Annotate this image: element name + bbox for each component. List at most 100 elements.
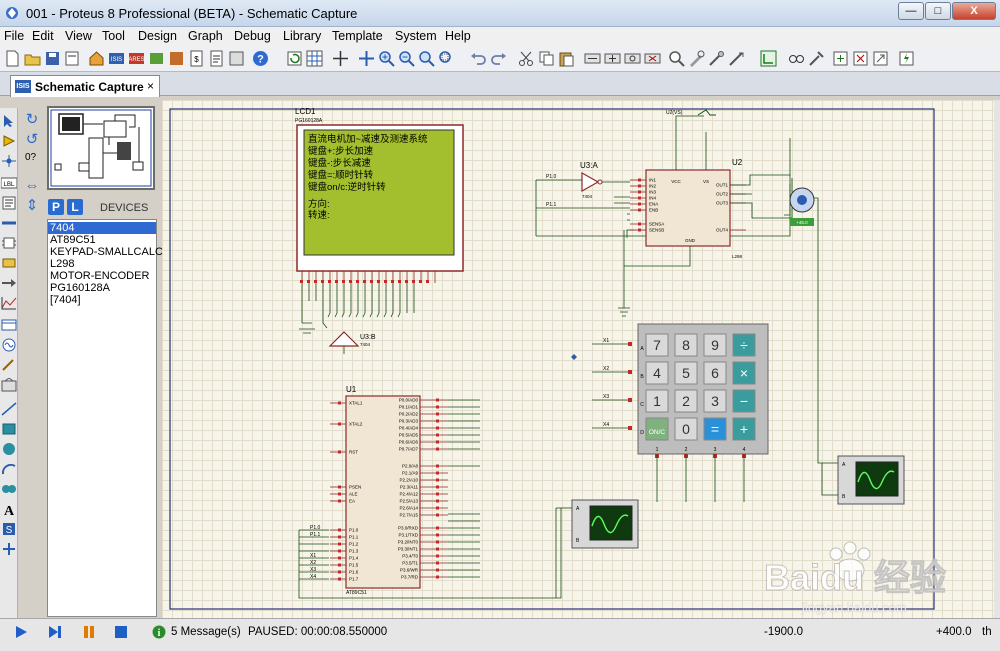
menu-edit[interactable]: Edit [32, 29, 54, 43]
new-sheet-icon[interactable] [832, 50, 849, 67]
home-page-icon[interactable] [88, 50, 105, 67]
paste-icon[interactable] [558, 50, 575, 67]
message-count[interactable]: 5 Message(s) [171, 626, 241, 638]
source-code-icon[interactable] [228, 50, 245, 67]
rotate-anticlockwise-icon[interactable]: ↺ [25, 131, 39, 148]
text-script-icon[interactable] [1, 196, 17, 210]
gerber-icon[interactable] [168, 50, 185, 67]
vertical-scrollbar[interactable] [994, 100, 1000, 618]
search-tag-icon[interactable] [788, 50, 805, 67]
list-item[interactable]: [7404] [50, 294, 81, 306]
device-pins-icon[interactable] [1, 276, 17, 290]
help-icon[interactable]: ? [252, 50, 269, 67]
line-tool-icon[interactable] [1, 402, 17, 416]
decompose-icon[interactable] [728, 50, 745, 67]
keypad-key[interactable]: 8 [674, 333, 698, 357]
block-move-icon[interactable] [604, 50, 621, 67]
refresh-icon[interactable] [286, 50, 303, 67]
pick-device-icon[interactable] [668, 50, 685, 67]
voltage-probe-icon[interactable] [1, 358, 17, 372]
wire-autorouter-icon[interactable] [760, 50, 777, 67]
wire-label-icon[interactable]: LBL [1, 176, 17, 190]
remove-sheet-icon[interactable] [852, 50, 869, 67]
keypad-key[interactable]: + [732, 417, 756, 441]
keypad-key[interactable]: − [732, 389, 756, 413]
undo-icon[interactable] [470, 50, 487, 67]
keypad-key[interactable]: 4 [645, 361, 669, 385]
tab-schematic-capture[interactable]: ISIS Schematic Capture × [10, 75, 160, 97]
mirror-horizontal-icon[interactable]: ⇔ [24, 177, 40, 194]
text-tool-icon[interactable]: A [1, 502, 17, 516]
device-list[interactable]: 7404 AT89C51 KEYPAD-SMALLCALC L298 MOTOR… [47, 219, 163, 617]
junction-dot-icon[interactable] [1, 154, 17, 168]
overview-window[interactable] [47, 106, 155, 190]
keypad-key[interactable]: 9 [703, 333, 727, 357]
keypad-key[interactable]: 2 [674, 389, 698, 413]
keypad-key[interactable]: 6 [703, 361, 727, 385]
stop-icon[interactable] [114, 625, 128, 639]
mcu-u1[interactable]: U1 AT89C51 XTAL1XTAL2RSTPSENALEEAP1.0P1.… [330, 385, 448, 596]
zoom-out-icon[interactable] [398, 50, 415, 67]
origin-icon[interactable] [332, 50, 349, 67]
redo-icon[interactable] [490, 50, 507, 67]
inverter-u3a[interactable]: U3:A 7404 [580, 161, 603, 199]
keypad-key[interactable]: 3 [703, 389, 727, 413]
isis-icon[interactable]: ISIS [108, 50, 125, 67]
keypad-key[interactable]: 7 [645, 333, 669, 357]
graph-mode-icon[interactable] [1, 296, 17, 310]
maximize-button[interactable]: □ [925, 2, 951, 20]
subcircuit-icon[interactable] [1, 236, 17, 250]
box-tool-icon[interactable] [1, 422, 17, 436]
cut-icon[interactable] [518, 50, 535, 67]
list-item[interactable]: 7404 [48, 222, 156, 234]
3d-viewer-icon[interactable] [148, 50, 165, 67]
terminals-icon[interactable] [1, 256, 17, 270]
menu-graph[interactable]: Graph [188, 29, 223, 43]
block-copy-icon[interactable] [584, 50, 601, 67]
keypad-key[interactable]: 0 [674, 417, 698, 441]
keypad-key[interactable]: × [732, 361, 756, 385]
selection-mode-icon[interactable] [1, 114, 17, 128]
menu-view[interactable]: View [65, 29, 92, 43]
list-item[interactable]: KEYPAD-SMALLCALC [50, 246, 163, 258]
exit-parent-icon[interactable] [872, 50, 889, 67]
list-item[interactable]: PG160128A [50, 282, 110, 294]
save-icon[interactable] [44, 50, 61, 67]
zoom-area-icon[interactable] [438, 50, 455, 67]
list-item[interactable]: AT89C51 [50, 234, 96, 246]
keypad-key[interactable]: ON/C [645, 417, 669, 441]
motor-encoder[interactable]: +45.0 [730, 138, 838, 464]
menu-tool[interactable]: Tool [102, 29, 125, 43]
menu-debug[interactable]: Debug [234, 29, 271, 43]
vsm-icon[interactable] [208, 50, 225, 67]
circle-tool-icon[interactable] [1, 442, 17, 456]
electrical-rules-icon[interactable] [898, 50, 915, 67]
ares-icon[interactable]: ARES [128, 50, 145, 67]
step-icon[interactable] [48, 625, 62, 639]
property-assignment-icon[interactable] [808, 50, 825, 67]
packaging-tool-icon[interactable] [708, 50, 725, 67]
play-icon[interactable] [14, 625, 28, 639]
menu-system[interactable]: System [395, 29, 437, 43]
block-rotate-icon[interactable] [624, 50, 641, 67]
menu-help[interactable]: Help [445, 29, 471, 43]
menu-library[interactable]: Library [283, 29, 322, 43]
rotation-angle[interactable]: 0? [25, 152, 37, 163]
keypad-key[interactable]: 5 [674, 361, 698, 385]
close-button[interactable]: X [952, 2, 996, 20]
zoom-in-icon[interactable] [378, 50, 395, 67]
buses-icon[interactable] [1, 216, 17, 230]
library-manager-button[interactable]: L [67, 199, 83, 215]
oscilloscope-2[interactable]: A B [837, 455, 905, 505]
new-file-icon[interactable] [4, 50, 21, 67]
virtual-instruments-icon[interactable] [1, 378, 17, 392]
schematic-canvas[interactable]: LCD1 PG160128A 直流电机加~减速及测速系统 键盘+:步长加速 键盘… [162, 100, 994, 618]
open-folder-icon[interactable] [24, 50, 41, 67]
block-delete-icon[interactable] [644, 50, 661, 67]
menu-file[interactable]: File [4, 29, 25, 43]
rotate-clockwise-icon[interactable]: ↻ [25, 111, 39, 128]
menu-design[interactable]: Design [138, 29, 177, 43]
inverter-u3b[interactable]: U3:B 7404 [328, 331, 376, 354]
